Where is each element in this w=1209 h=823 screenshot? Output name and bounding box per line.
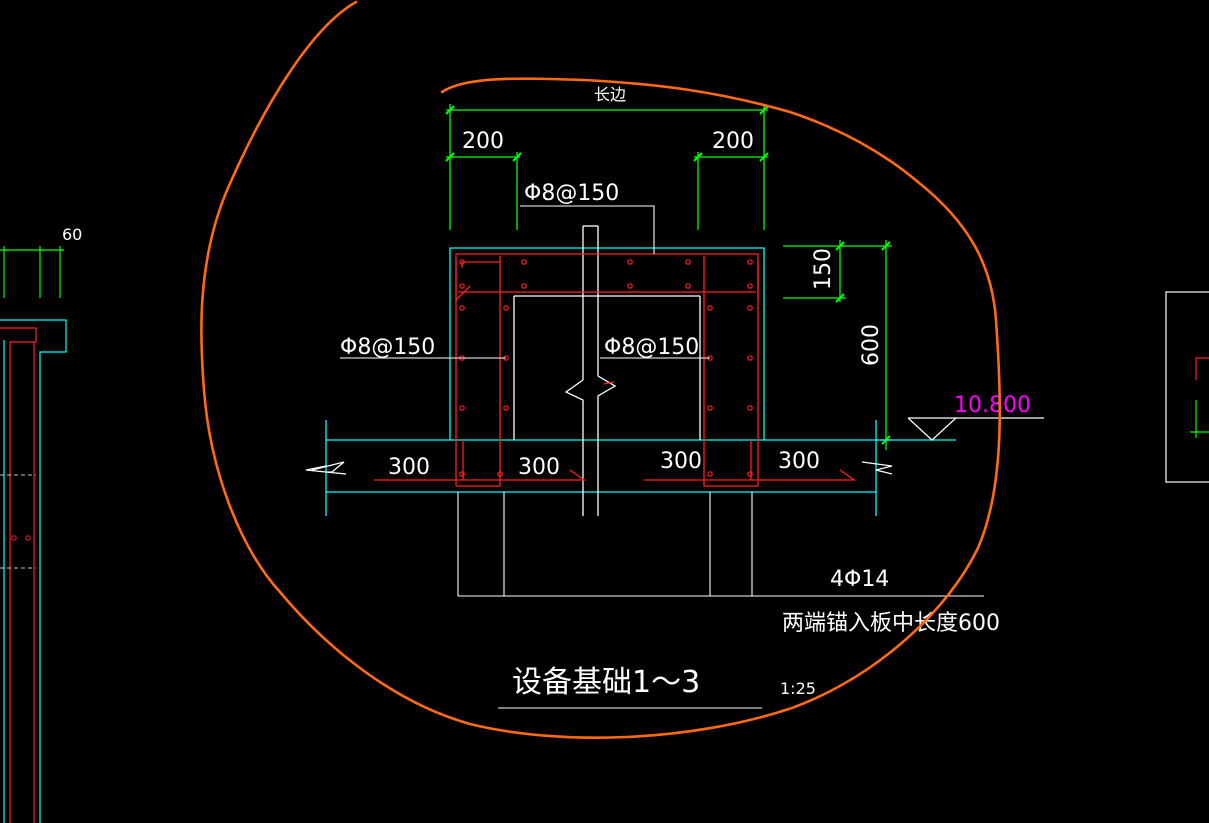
- dim-600: 600: [859, 324, 884, 366]
- leader-lines: [340, 205, 984, 709]
- rebar-right-label: Φ8@150: [604, 335, 699, 360]
- dim-300-b: 300: [518, 455, 560, 480]
- elevation-marker: [907, 417, 1044, 441]
- drawing-scale: 1:25: [780, 679, 816, 698]
- dim-300-c: 300: [660, 449, 702, 474]
- dim-200-left: 200: [462, 129, 504, 154]
- left-column-detail: [0, 246, 67, 823]
- dimension-lines: [446, 104, 892, 450]
- rebar-lines: [374, 253, 857, 487]
- markup-freehand-circle: [200, 0, 1002, 739]
- anchor-note: 两端锚入板中长度600: [782, 611, 1000, 636]
- dim-300-a: 300: [388, 455, 430, 480]
- break-lines: [305, 225, 893, 516]
- right-partial-detail: [1165, 291, 1209, 483]
- dim-300-d: 300: [778, 449, 820, 474]
- dim-60-label: 60: [62, 225, 82, 244]
- rebar-dots: [459, 259, 753, 477]
- drawing-title: 设备基础1～3: [512, 665, 700, 700]
- dim-150: 150: [811, 248, 836, 290]
- rebar-left-label: Φ8@150: [340, 335, 435, 360]
- rebar-top-label: Φ8@150: [524, 181, 619, 206]
- elevation-label: 10.800: [954, 393, 1031, 418]
- dimension-ticks: [445, 105, 891, 445]
- bottom-rebar-label: 4Φ14: [830, 567, 889, 592]
- long-side-label: 长边: [594, 85, 626, 104]
- dim-200-right: 200: [712, 129, 754, 154]
- foundation-concrete-outline: [325, 247, 956, 516]
